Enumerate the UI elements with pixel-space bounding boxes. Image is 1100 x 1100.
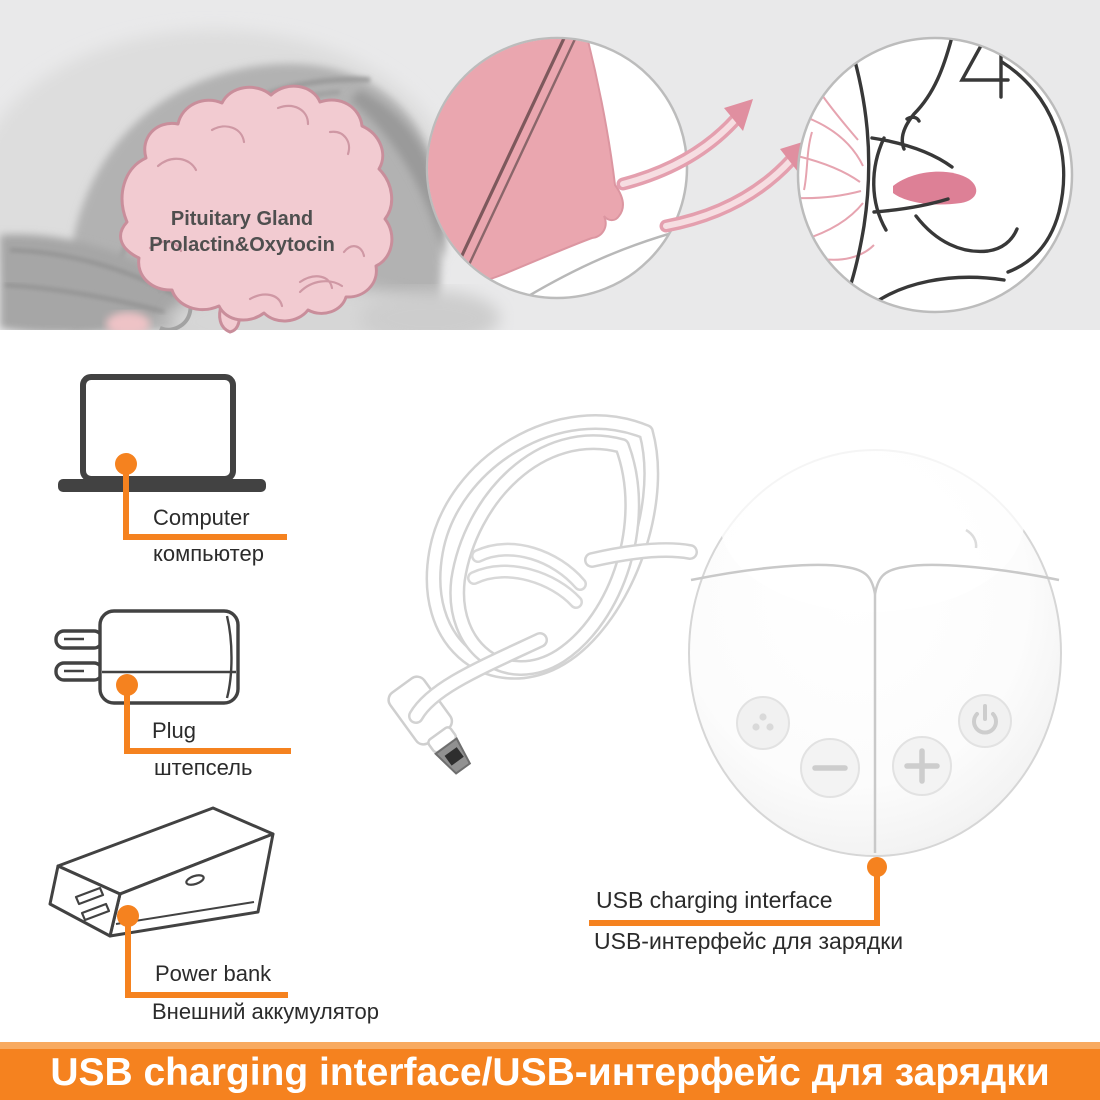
power-bank-icon bbox=[48, 806, 275, 938]
brain-sulci-lines bbox=[148, 104, 366, 308]
top-band bbox=[0, 0, 1100, 334]
brain-label-line1: Pituitary Gland bbox=[170, 208, 314, 230]
plus-button bbox=[892, 736, 952, 796]
brain-label: Pituitary Gland Prolactin&Oxytocin bbox=[112, 206, 372, 258]
callout-line-computer bbox=[123, 464, 287, 540]
callout-line-power-bank bbox=[125, 916, 288, 998]
plug-label-en: Plug bbox=[152, 718, 197, 743]
computer-label-ru: компьютер bbox=[153, 541, 264, 566]
callout-line-usb-port bbox=[589, 867, 880, 926]
callout-lines bbox=[123, 464, 880, 998]
callout-line-plug bbox=[124, 685, 291, 754]
callout-dots bbox=[115, 453, 887, 927]
plug-icon bbox=[54, 609, 240, 705]
massage-mode-button bbox=[736, 696, 790, 750]
latch-circle-illustration bbox=[796, 36, 1074, 314]
computer-label-en: Computer bbox=[153, 505, 250, 530]
power-button bbox=[958, 694, 1012, 748]
usb-callout-ru: USB-интерфейс для зарядки bbox=[594, 928, 904, 954]
arrow-right-icon bbox=[616, 99, 753, 191]
brain-illustration bbox=[119, 84, 394, 334]
laptop-icon bbox=[58, 374, 266, 492]
banner-top-strip bbox=[0, 1042, 1100, 1049]
minus-button bbox=[800, 738, 860, 798]
baby-tongue bbox=[893, 171, 977, 205]
callout-dot-power-bank bbox=[117, 905, 139, 927]
callout-dot-computer bbox=[115, 453, 137, 475]
breast-pump-device bbox=[688, 432, 1062, 857]
bottom-banner: USB charging interface/USB-интерфейс для… bbox=[0, 1042, 1100, 1100]
power-bank-label-ru: Внешний аккумулятор bbox=[152, 999, 379, 1024]
usb-cable bbox=[387, 414, 698, 775]
callout-dot-usb-port bbox=[867, 857, 887, 877]
breast-circle-illustration bbox=[425, 36, 689, 300]
banner-text: USB charging interface/USB-интерфейс для… bbox=[50, 1051, 1050, 1094]
cable-loops bbox=[408, 414, 698, 724]
breast-shape bbox=[428, 39, 624, 289]
usb-callout-en: USB charging interface bbox=[596, 887, 833, 913]
plug-label-ru: штепсель bbox=[154, 755, 253, 780]
callout-dot-plug bbox=[116, 674, 138, 696]
strap-line bbox=[456, 39, 568, 265]
power-bank-label-en: Power bank bbox=[155, 961, 272, 986]
flow-arrows bbox=[616, 99, 809, 233]
brain-label-line2: Prolactin&Oxytocin bbox=[149, 234, 335, 256]
